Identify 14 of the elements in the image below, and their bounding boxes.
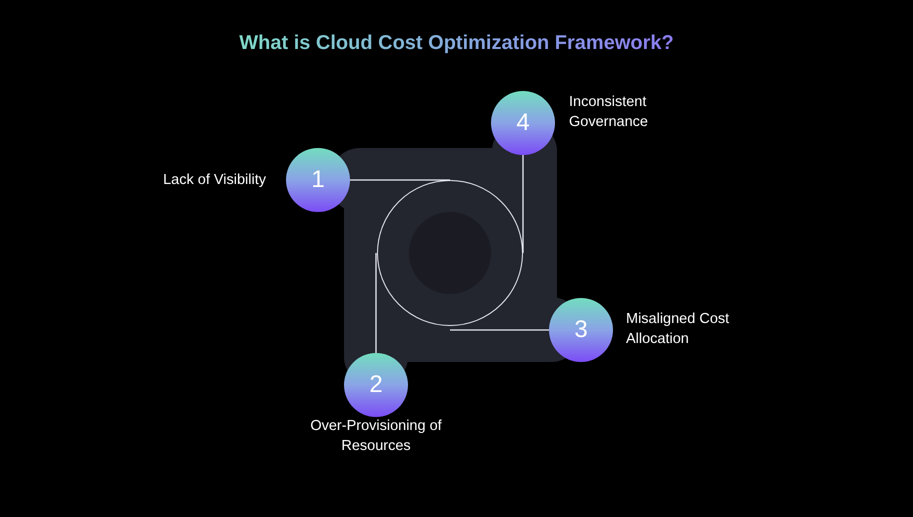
connector-line (350, 179, 450, 181)
item-label: Misaligned Cost Allocation (626, 310, 730, 349)
number-circle: 2 (344, 353, 408, 417)
number-circle: 4 (491, 91, 555, 155)
number-circle: 3 (549, 298, 613, 362)
connector-line (375, 253, 377, 353)
ring-circle (377, 180, 523, 326)
item-label: Lack of Visibility (162, 171, 266, 190)
connector-line (522, 155, 524, 253)
title: What is Cloud Cost Optimization Framework? (239, 32, 674, 54)
connector-line (450, 329, 549, 331)
item-label: Over-Provisioning of Resources (309, 417, 443, 456)
number-circle: 1 (286, 148, 350, 212)
item-label: Inconsistent Governance (569, 93, 649, 132)
